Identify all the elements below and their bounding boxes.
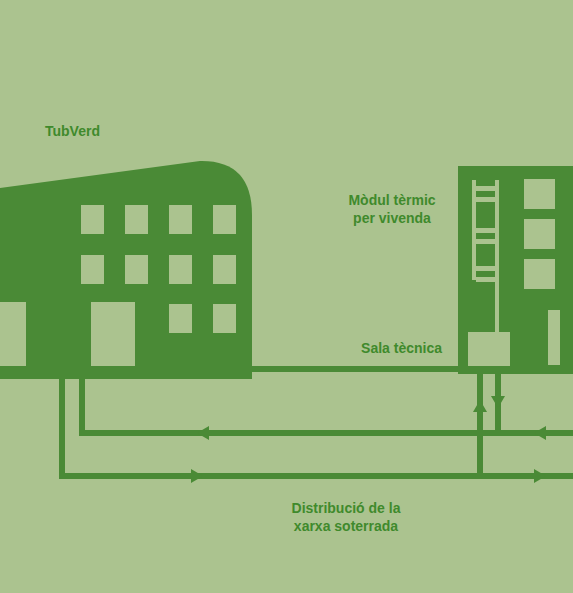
building: TubVerd [0,160,253,379]
building-shape [0,160,253,379]
return-pipe [480,430,573,436]
arrowhead [197,426,209,440]
arrowhead [534,469,546,483]
supply-pipe [480,473,573,479]
pipe [62,366,480,476]
module-label: Mòdul tèrmic per vivenda [332,191,452,227]
pipe-connector [62,366,487,483]
right-building [458,166,573,374]
arrowhead [191,469,203,483]
link-pipe [250,366,460,372]
network-label: Distribució de la xarxa soterrada [261,499,431,535]
building-name: TubVerd [45,122,100,140]
arrowhead [491,396,505,408]
technical-room: Sala tècnica [468,332,510,366]
arrowhead [473,400,487,412]
room-name: Sala tècnica [361,339,442,357]
arrowhead [534,426,546,440]
